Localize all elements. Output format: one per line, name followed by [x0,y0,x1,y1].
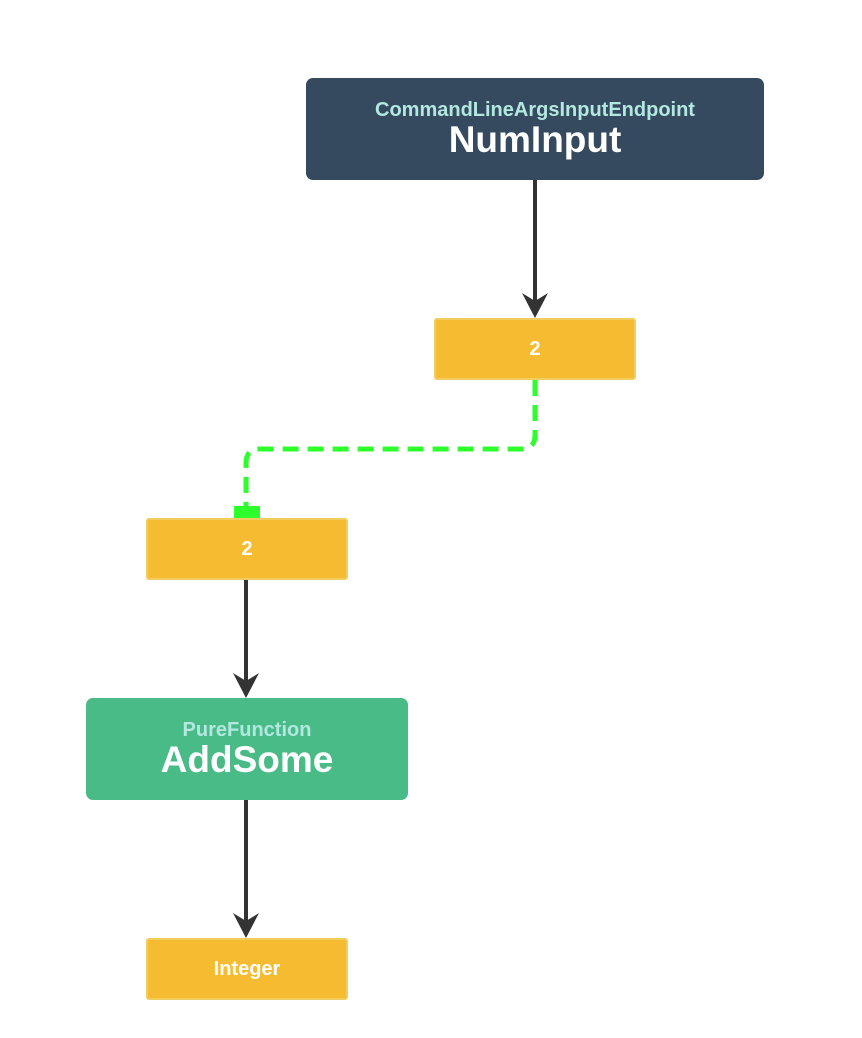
edge-numinput-arrowhead [522,293,548,318]
endpoint-node-title: NumInput [448,119,622,160]
pure-function-type-label: PureFunction [182,719,312,741]
endpoint-output-port-label: 2 [529,337,541,360]
endpoint-type-label: CommandLineArgsInputEndpoint [375,99,695,121]
edge-addsome-arrowhead [233,673,259,698]
function-input-port-label: 2 [241,537,253,560]
edge-integer-arrowhead [233,913,259,938]
pure-function-node-title: AddSome [160,739,334,780]
endpoint-node-numinput[interactable]: CommandLineArgsInputEndpoint NumInput [306,78,764,180]
function-input-port[interactable]: 2 [146,518,348,580]
pure-function-node-addsome[interactable]: PureFunction AddSome [86,698,408,800]
function-output-port[interactable]: Integer [146,938,348,1000]
endpoint-output-port[interactable]: 2 [434,318,636,380]
connection-output-to-input[interactable] [243,380,538,512]
function-output-port-label: Integer [213,957,281,980]
